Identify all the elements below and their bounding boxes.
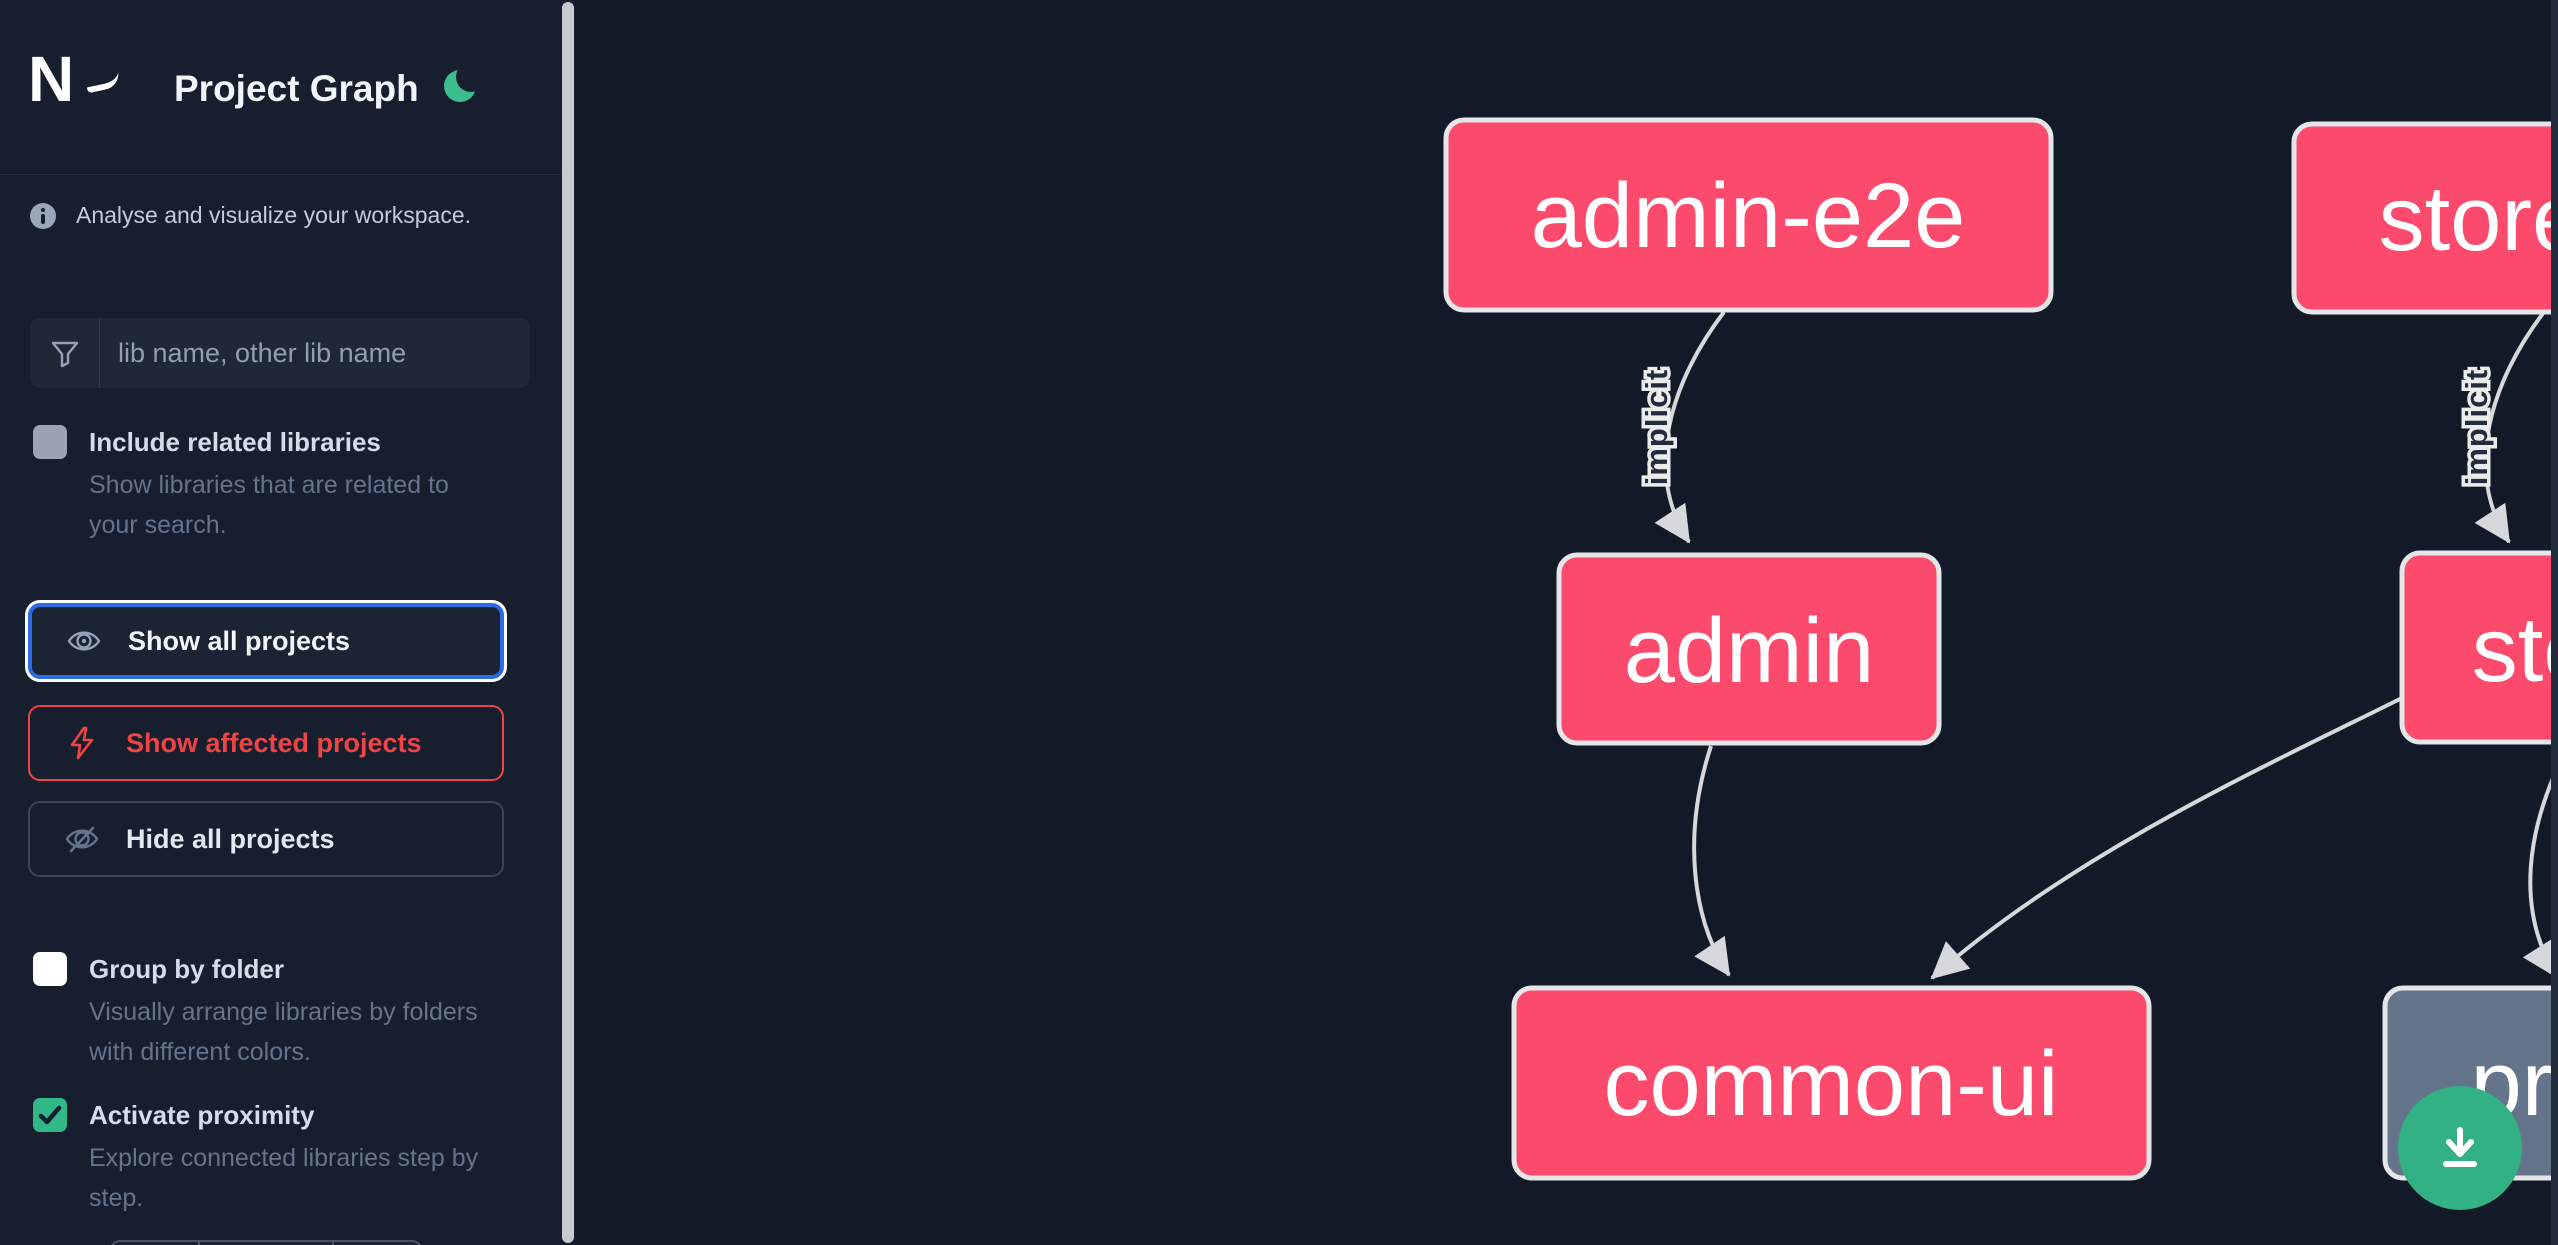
nx-logo: N (28, 40, 124, 118)
info-icon (30, 202, 56, 229)
graph-node-admin-e2e[interactable]: admin-e2e (1443, 117, 2054, 313)
show-all-projects-label: Show all projects (128, 625, 351, 656)
search-input[interactable] (100, 318, 530, 388)
include-related-checkbox[interactable] (33, 425, 67, 459)
eye-off-icon (64, 821, 100, 857)
svg-text:admin: admin (1624, 600, 1875, 702)
include-related-label: Include related libraries (89, 427, 381, 457)
graph-node-store[interactable]: store (2399, 550, 2558, 745)
dark-mode-toggle[interactable] (444, 62, 486, 104)
edge-admin-common-ui (1692, 745, 1731, 977)
activate-proximity-checkbox[interactable] (33, 1098, 67, 1132)
nx-logo-swoosh-icon (84, 70, 122, 94)
workspace-tagline: Analyse and visualize your workspace. (76, 202, 472, 228)
hide-all-projects-label: Hide all projects (126, 823, 335, 854)
group-by-folder-checkbox[interactable] (33, 952, 67, 986)
activate-proximity-description: Explore connected libraries step by step… (89, 1144, 479, 1212)
svg-text:store-e2e: store-e2e (2379, 168, 2558, 270)
bolt-icon (64, 725, 100, 761)
sidebar-scrollbar-thumb[interactable] (562, 2, 574, 1243)
sidebar: N Project Graph Analyse and visualize yo… (0, 0, 562, 1245)
option-include-related: Include related libraries Show libraries… (33, 425, 533, 545)
page-title: Project Graph (174, 68, 419, 109)
checkmark-icon (38, 1105, 62, 1125)
project-filter-search (30, 318, 530, 388)
edge-store-common-ui (1930, 694, 2407, 980)
nx-logo-letter: N (28, 43, 74, 115)
canvas-scrollbar[interactable] (2551, 0, 2558, 1245)
download-icon (2443, 1127, 2477, 1167)
sidebar-header: N Project Graph (0, 0, 562, 175)
workspace-info-row: Analyse and visualize your workspace. (30, 202, 471, 229)
group-by-folder-description: Visually arrange libraries by folders wi… (89, 998, 478, 1066)
download-image-button[interactable] (2398, 1086, 2522, 1210)
graph-canvas[interactable]: implicit implicit admin-e2e store-e2e ad… (574, 0, 2558, 1245)
proximity-stepper[interactable] (110, 1240, 422, 1245)
filter-funnel-icon (30, 318, 100, 388)
edge-store-e2e-store (2474, 310, 2546, 544)
sidebar-scrollbar[interactable] (561, 0, 575, 1245)
graph-node-admin[interactable]: admin (1556, 552, 1942, 746)
edge-admin-e2e-admin (1654, 310, 1726, 544)
edge-label-implicit-left: implicit (1639, 369, 1674, 486)
group-by-folder-label: Group by folder (89, 954, 284, 984)
show-affected-projects-button[interactable]: Show affected projects (28, 705, 504, 781)
svg-text:admin-e2e: admin-e2e (1531, 165, 1966, 267)
graph-node-store-e2e[interactable]: store-e2e (2291, 121, 2558, 315)
svg-text:store: store (2472, 599, 2558, 701)
hide-all-projects-button[interactable]: Hide all projects (28, 801, 504, 877)
eye-icon (66, 623, 102, 659)
svg-text:common-ui: common-ui (1603, 1033, 2058, 1135)
show-affected-projects-label: Show affected projects (126, 727, 422, 758)
dependency-graph: implicit implicit admin-e2e store-e2e ad… (1443, 117, 2558, 1181)
edge-label-implicit-right: implicit (2459, 369, 2494, 486)
include-related-description: Show libraries that are related to your … (89, 471, 449, 539)
show-all-projects-button[interactable]: Show all projects (28, 603, 504, 679)
option-activate-proximity: Activate proximity Explore connected lib… (33, 1098, 533, 1218)
activate-proximity-label: Activate proximity (89, 1100, 315, 1130)
option-group-by-folder: Group by folder Visually arrange librari… (33, 952, 533, 1072)
graph-node-common-ui[interactable]: common-ui (1511, 985, 2152, 1181)
